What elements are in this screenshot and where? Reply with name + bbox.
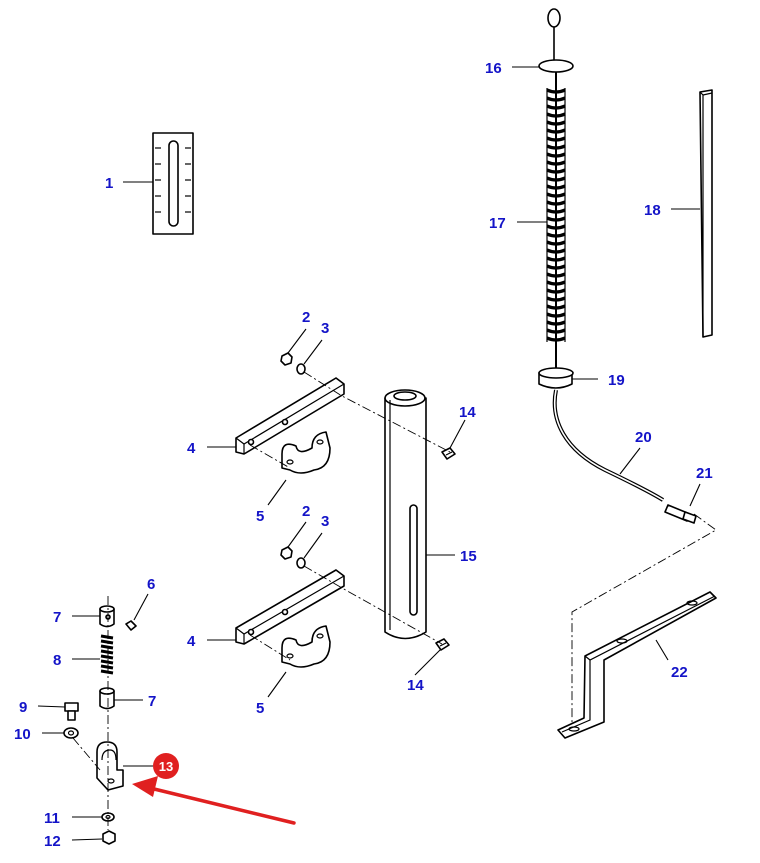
part-8-spring [100,634,114,675]
callout-15: 15 [460,548,477,565]
callout-21: 21 [696,465,713,482]
callout-19: 19 [608,372,625,389]
part-2-nut-upper [280,352,293,366]
callout-1: 1 [105,175,113,192]
highlight-arrow [132,776,296,825]
part-18-strip [699,89,713,338]
part-20-cable [552,389,665,502]
part-21-end-fitting [664,504,697,524]
callout-17: 17 [489,215,506,232]
leader-lines [37,66,701,841]
callout-20: 20 [635,429,652,446]
callout-4-lower: 4 [187,633,196,650]
highlight-badge-13: 13 [153,753,179,779]
callout-2-upper: 2 [302,309,310,326]
part-3-washer-upper [296,363,306,375]
part-17-spring [546,72,566,370]
callout-18: 18 [644,202,661,219]
part-10-washer [63,727,79,739]
callout-9: 9 [19,699,27,716]
part-15-tube [384,389,427,640]
callout-2-lower: 2 [302,503,310,520]
part-4-bracket-lower [235,569,345,645]
part-16-dipstick-handle [538,8,574,73]
part-4-bracket-upper [235,377,345,455]
callout-14-upper: 14 [459,404,476,421]
part-5-clamp-upper [281,431,331,474]
part-5-clamp-lower [281,625,331,668]
callout-12: 12 [44,833,61,850]
part-3-washer-lower [296,557,306,569]
part-7-sleeve-upper [99,605,115,628]
callout-11: 11 [44,810,60,827]
callout-4-upper: 4 [187,440,196,457]
callout-6: 6 [147,576,155,593]
part-14-bolt-lower [435,638,450,651]
part-6-screw [125,620,137,631]
callout-8: 8 [53,652,61,669]
callout-3-lower: 3 [321,513,329,530]
part-12-nut [102,830,116,845]
callout-14-lower: 14 [407,677,424,694]
part-22-mounting-bracket [557,591,717,739]
callout-5-lower: 5 [256,700,264,717]
part-1-level-gauge [152,132,194,235]
callout-7-upper: 7 [53,609,61,626]
part-14-bolt-upper [441,447,456,460]
callout-3-upper: 3 [321,320,329,337]
part-13-bracket [96,741,124,791]
highlight-badge-label: 13 [159,759,173,774]
part-9-bolt [64,702,79,721]
part-2-nut-lower [280,546,293,560]
callout-10: 10 [14,726,31,743]
part-7-sleeve-lower [99,687,115,710]
callout-22: 22 [671,664,688,681]
part-19-collar [538,367,574,389]
callout-16: 16 [485,60,502,77]
callout-7-lower: 7 [148,693,156,710]
callout-5-upper: 5 [256,508,264,525]
